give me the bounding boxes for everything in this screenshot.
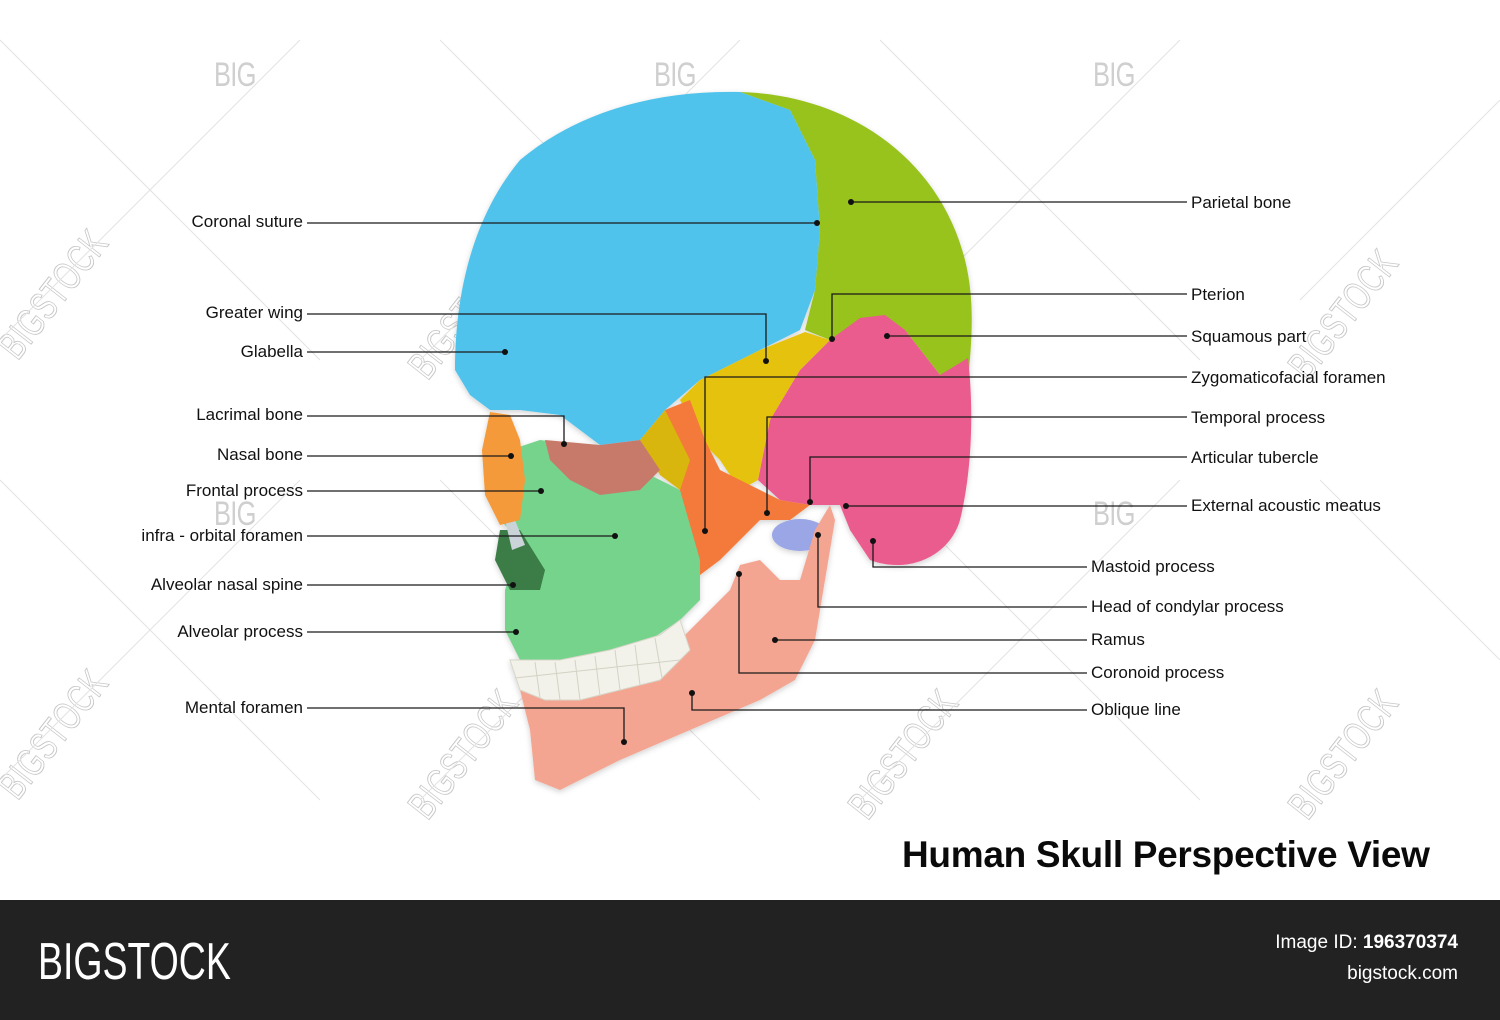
pointer-dots [502,199,890,745]
label-oblique-line: Oblique line [1091,700,1181,719]
diagram-title: Human Skull Perspective View [902,834,1430,875]
label-pterion: Pterion [1191,285,1245,304]
tooth-separators [514,637,681,701]
zygomatic-bone-region [655,400,810,575]
label-coronal-suture: Coronal suture [191,212,303,231]
sphenoid-bone-region [680,332,830,490]
label-head-of-condylar-process: Head of condylar process [1091,597,1284,616]
label-mental-foramen: Mental foramen [184,698,303,717]
image-id-value: 196370374 [1362,932,1458,953]
maxilla-region [500,440,700,660]
label-coronoid-process: Coronoid process [1091,663,1225,682]
skull-diagram: BIG BIG BIG BIG BIG BIGSTOCK BIGSTOCK BI… [0,39,1500,875]
label-greater-wing: Greater wing [205,303,303,322]
watermark-big: BIG [654,56,696,94]
label-nasal-bone: Nasal bone [216,445,303,464]
leader-lines [307,201,1187,742]
watermark-big: BIG [1093,495,1135,533]
label-articular-tubercle: Articular tubercle [1191,448,1319,467]
teeth [509,619,691,701]
site-link[interactable]: bigstock.com [1347,963,1458,984]
label-alveolar-process: Alveolar process [177,622,303,641]
watermark-big: BIG [214,56,256,94]
label-frontal-process: Frontal process [185,481,303,500]
label-parietal-bone: Parietal bone [1191,193,1292,212]
skull-illustration [0,39,1500,801]
label-squamous-part: Squamous part [1191,327,1307,346]
label-glabella: Glabella [240,342,303,361]
footer-bar [0,900,1500,1020]
label-external-acoustic-meatus: External acoustic meatus [1191,496,1381,515]
watermark-big: BIG [214,495,256,533]
nasal-bone-region [482,412,525,525]
image-id: Image ID: 196370374 [1275,932,1458,954]
image-id-label: Image ID: [1275,932,1363,953]
watermark-big: BIG [1093,56,1135,94]
lacrimal-bone-region [545,440,660,495]
bigstock-logo[interactable]: BIGSTOCK [38,933,231,991]
parietal-bone-region [740,92,972,380]
label-mastoid-process: Mastoid process [1091,557,1215,576]
label-alveolar-nasal-spine: Alveolar nasal spine [150,575,303,594]
nasal-cavity [495,530,545,590]
label-zygomaticofacial-foramen: Zygomaticofacial foramen [1191,368,1386,387]
label-lacrimal-bone: Lacrimal bone [196,405,303,424]
frontal-bone-region [455,91,820,445]
nasal-septum [505,520,525,550]
label-infra-orbital-foramen: infra - orbital foramen [141,526,303,545]
label-temporal-process: Temporal process [1191,408,1326,427]
label-ramus: Ramus [1091,630,1145,649]
